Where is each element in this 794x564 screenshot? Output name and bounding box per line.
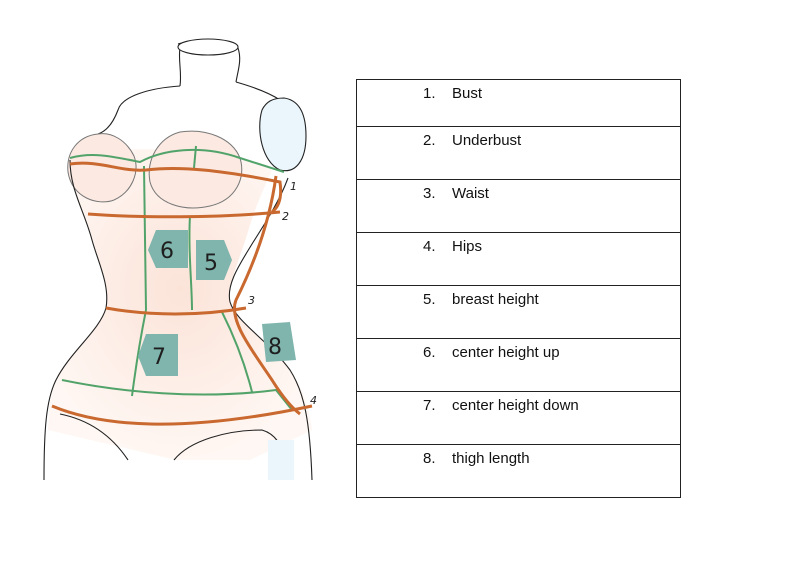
badge-6: 6 — [148, 230, 188, 268]
left-side-outline — [43, 159, 108, 481]
measurement-cell[interactable]: 1. Bust — [356, 79, 681, 127]
table-row: 8. thigh length — [356, 444, 681, 498]
lower-hem-seam — [61, 379, 293, 411]
mannequin-diagram: 1 2 3 4 6 5 7 8 — [43, 38, 317, 481]
row-number: 8. — [423, 450, 436, 467]
measurement-table: 1. Bust 2. Underbust 3. Waist 4. Hips 5. breast h… — [356, 79, 681, 498]
row-number: 6. — [423, 344, 436, 361]
measurement-cell[interactable]: 4. Hips — [356, 232, 681, 286]
cup-top-seam — [69, 148, 285, 173]
panel-seam-upper — [188, 145, 197, 311]
table-row: 7. center height down — [356, 391, 681, 445]
measurement-cell[interactable]: 5. breast height — [356, 285, 681, 339]
left-breast — [67, 133, 137, 203]
torso-fill — [48, 149, 312, 460]
line-number-1: 1 — [290, 180, 297, 193]
panel-seam-lower-left — [131, 309, 147, 397]
row-label: Underbust — [452, 132, 522, 149]
bust-line — [69, 161, 283, 214]
table-row: 3. Waist — [356, 179, 681, 233]
shoulder-outline — [97, 81, 281, 135]
side-vertical-line — [233, 175, 301, 416]
row-number: 4. — [423, 238, 436, 255]
row-number: 2. — [423, 132, 436, 149]
line-number-3: 3 — [248, 294, 255, 307]
measurement-cell[interactable]: 3. Waist — [356, 179, 681, 233]
line-number-4: 4 — [310, 394, 317, 407]
badge-8: 8 — [262, 322, 296, 362]
right-side-outline — [228, 177, 313, 481]
neck-top — [177, 38, 239, 56]
table-row: 6. center height up — [356, 338, 681, 392]
row-number: 5. — [423, 291, 436, 308]
badge-7: 7 — [138, 334, 178, 376]
table-row: 1. Bust — [356, 79, 681, 127]
svg-text:8: 8 — [268, 335, 282, 360]
row-label: center height up — [452, 344, 560, 361]
arm-stump — [259, 97, 307, 172]
svg-text:6: 6 — [160, 239, 174, 264]
underbust-line — [87, 210, 281, 219]
row-label: center height down — [452, 397, 579, 414]
table-row: 2. Underbust — [356, 126, 681, 180]
row-label: Waist — [452, 185, 489, 202]
measurement-cell[interactable]: 8. thigh length — [356, 444, 681, 498]
measurement-cell[interactable]: 6. center height up — [356, 338, 681, 392]
svg-text:7: 7 — [152, 345, 166, 370]
svg-text:5: 5 — [204, 251, 218, 276]
table-row: 5. breast height — [356, 285, 681, 339]
panel-seam-lower-right — [221, 311, 253, 393]
row-label: thigh length — [452, 450, 530, 467]
measurement-cell[interactable]: 2. Underbust — [356, 126, 681, 180]
measurement-cell[interactable]: 7. center height down — [356, 391, 681, 445]
row-number: 1. — [423, 85, 436, 102]
left-leg-outline — [59, 413, 129, 461]
line-number-2: 2 — [282, 210, 289, 223]
leg-stump — [268, 440, 294, 480]
waist-line — [105, 306, 247, 316]
hip-line — [51, 404, 313, 426]
badge-5: 5 — [196, 240, 232, 280]
row-label: breast height — [452, 291, 539, 308]
center-front-seam-upper — [143, 165, 147, 311]
row-number: 7. — [423, 397, 436, 414]
table-row: 4. Hips — [356, 232, 681, 286]
row-label: Bust — [452, 85, 483, 102]
row-label: Hips — [452, 238, 483, 255]
row-number: 3. — [423, 185, 436, 202]
